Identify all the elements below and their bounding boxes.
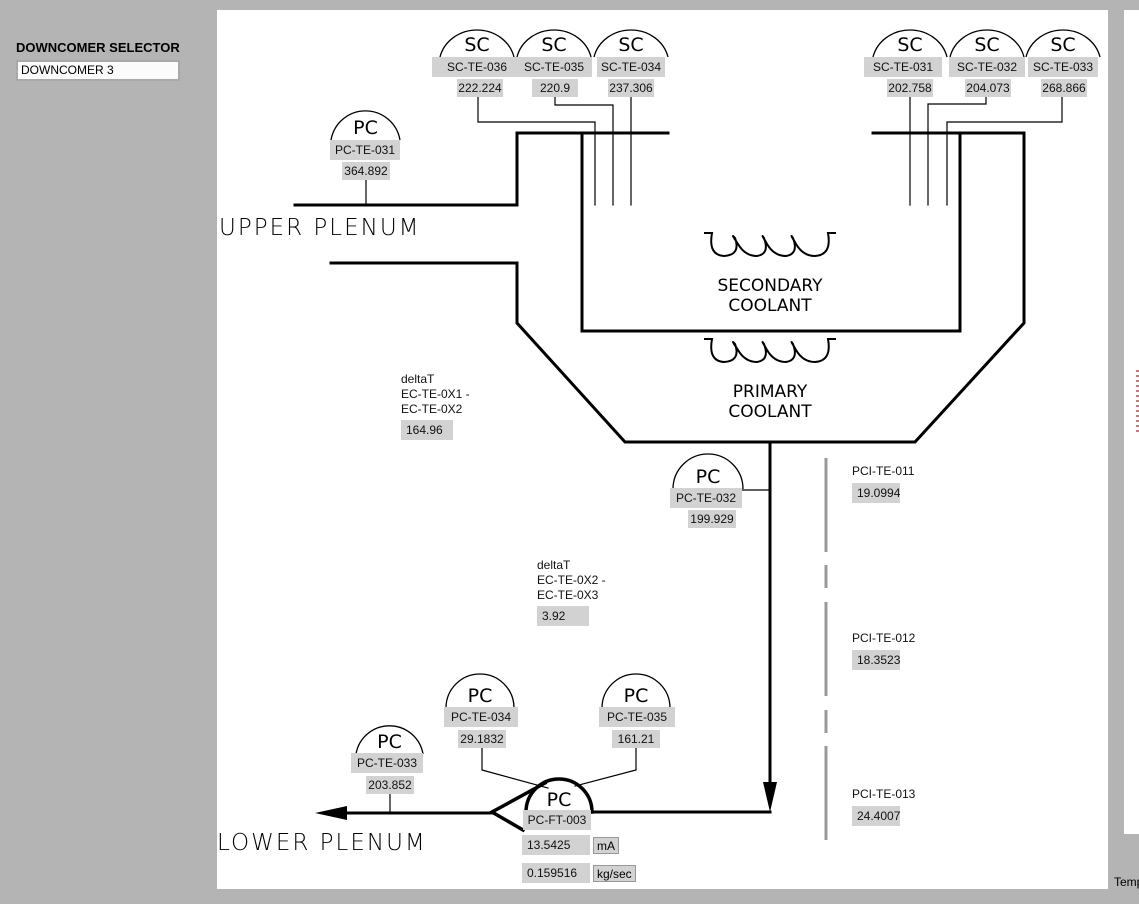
flowmeter-current-value: 13.5425 (522, 835, 590, 855)
downcomer-selector-label: DOWNCOMER SELECTOR (16, 40, 180, 55)
bubble-sc-te-033 (1025, 29, 1101, 58)
flowmeter-current-unit: mA (593, 837, 619, 854)
delta-t-2-label: deltaT EC-TE-0X2 - EC-TE-0X3 (537, 558, 606, 602)
bubble-pc-te-035 (601, 673, 671, 709)
delta-t-1-label: deltaT EC-TE-0X1 - EC-TE-0X2 (401, 372, 470, 416)
probe-pc-te-035 (574, 747, 637, 787)
sc-te-036-tag: SC-TE-036 (432, 57, 522, 77)
sc-te-036-value: 222.224 (457, 79, 503, 97)
bubble-pc-te-032 (672, 453, 744, 490)
probe-sc-te-036 (477, 96, 596, 206)
pc-ft-003-tag: PC-FT-003 (523, 810, 591, 830)
pci-te-011-value: 19.0994 (852, 483, 900, 503)
flowmeter-body (524, 777, 594, 814)
pci-te-011-tag: PCI-TE-011 (852, 464, 915, 478)
bubble-pc-te-033 (355, 725, 424, 755)
pc-te-034-value: 29.1832 (458, 730, 506, 748)
pc-te-031-value: 364.892 (342, 162, 390, 180)
pc-group-label: PC (353, 117, 378, 139)
sc-te-035-value: 220.9 (532, 79, 578, 97)
upper-plenum-label: UPPER PLENUM (219, 215, 421, 241)
bubble-sc-te-036 (439, 29, 515, 58)
sc-group-label: SC (618, 34, 644, 56)
bubble-sc-te-035 (516, 29, 592, 58)
pc-te-035-tag: PC-TE-035 (599, 707, 675, 727)
bubble-sc-te-031 (872, 29, 948, 58)
sc-te-031-tag: SC-TE-031 (864, 57, 942, 77)
bubble-pc-te-031 (330, 110, 401, 141)
sc-te-035-tag: SC-TE-035 (516, 57, 592, 77)
sc-te-031-value: 202.758 (887, 79, 933, 97)
sc-group-label: SC (974, 34, 1000, 56)
pci-te-012-value: 18.3523 (852, 650, 900, 670)
probe-sc-te-035 (554, 96, 614, 206)
downcomer-selector-input[interactable] (18, 62, 178, 79)
pc-te-032-value: 199.929 (688, 510, 736, 528)
pc-te-034-tag: PC-TE-034 (444, 707, 518, 727)
pc-te-032-tag: PC-TE-032 (670, 488, 742, 508)
secondary-coolant-label: SECONDARY COOLANT (717, 276, 823, 316)
sc-group-label: SC (1050, 34, 1076, 56)
flowmeter-flow-unit: kg/sec (593, 865, 636, 882)
downcomer-arrow (763, 782, 777, 812)
delta-t-1-value: 164.96 (401, 420, 453, 440)
primary-coolant-label: PRIMARY COOLANT (728, 382, 812, 422)
pc-te-035-value: 161.21 (612, 730, 660, 748)
bubble-sc-te-032 (949, 29, 1025, 58)
sc-te-034-tag: SC-TE-034 (597, 57, 665, 77)
sc-group-label: SC (541, 34, 567, 56)
probe-pc-te-034 (481, 747, 549, 789)
lower-plenum-arrow (315, 806, 347, 820)
flowmeter-group-label: PC (546, 789, 572, 811)
lower-plenum-label: LOWER PLENUM (217, 830, 427, 856)
temp-label: Temp (1114, 875, 1139, 889)
pci-te-013-tag: PCI-TE-013 (852, 787, 916, 801)
sc-group-label: SC (897, 34, 923, 56)
sc-te-032-tag: SC-TE-032 (949, 57, 1025, 77)
sc-te-033-value: 268.866 (1041, 79, 1087, 97)
sc-te-034-value: 237.306 (608, 79, 654, 97)
probe-sc-te-032 (927, 96, 987, 206)
pc-te-033-value: 203.852 (366, 776, 414, 794)
pc-te-031-tag: PC-TE-031 (330, 140, 400, 160)
probe-sc-te-033 (946, 96, 1063, 206)
pci-te-013-value: 24.4007 (852, 806, 900, 826)
sc-te-033-tag: SC-TE-033 (1028, 57, 1098, 77)
pc-group-label: PC (467, 685, 493, 707)
pc-group-label: PC (377, 731, 402, 753)
pc-group-label: PC (623, 685, 649, 707)
pc-group-label: PC (695, 466, 721, 488)
secondary-coil-icon (704, 232, 836, 258)
pci-te-012-tag: PCI-TE-012 (852, 631, 916, 645)
delta-t-2-value: 3.92 (537, 606, 589, 626)
downcomer-selector[interactable] (16, 60, 180, 81)
primary-coil-icon (704, 338, 836, 364)
bubble-sc-te-034 (593, 29, 669, 58)
pc-te-033-tag: PC-TE-033 (351, 753, 423, 773)
sc-group-label: SC (464, 34, 490, 56)
sc-te-032-value: 204.073 (965, 79, 1011, 97)
bubble-pc-te-034 (445, 673, 515, 709)
upper-plenum-pipe-top (293, 131, 670, 207)
flowmeter-flow-value: 0.159516 (522, 863, 590, 883)
right-panel (1124, 10, 1139, 834)
secondary-vessel (580, 131, 962, 333)
right-panel-scale-ticks (1136, 370, 1139, 432)
